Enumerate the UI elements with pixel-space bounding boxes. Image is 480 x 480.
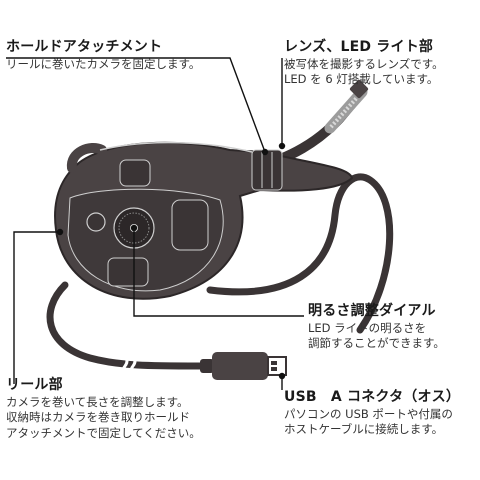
- leader-lines: [6, 57, 304, 390]
- lens-led-title: レンズ、LED ライト部: [284, 39, 434, 55]
- cable-loop: [206, 173, 394, 334]
- reel-body: [54, 141, 354, 300]
- reel-desc-1: カメラを巻いて長さを調整します。: [6, 394, 189, 409]
- brightness-dial-desc-1: LED ライトの明るさを: [308, 320, 427, 335]
- usb-connector: [200, 352, 287, 380]
- cable-lower: [46, 281, 204, 370]
- callout-reel: リール部 カメラを巻いて長さを調整します。 収納時はカメラを巻き取りホールド ア…: [6, 376, 256, 441]
- usb-connector-desc-1: パソコンの USB ポートや付属の: [284, 406, 453, 421]
- callout-usb-connector: USB A コネクタ（オス） パソコンの USB ポートや付属の ホストケーブル…: [284, 388, 478, 438]
- reel-desc-3: アタッチメントで固定してください。: [6, 425, 201, 440]
- lens-led-desc-2: LED を 6 灯搭載しています。: [284, 72, 439, 87]
- lens-led-desc-1: 被写体を撮影するレンズです。: [284, 56, 444, 71]
- reel-desc-2: 収納時はカメラを巻き取りホールド: [6, 410, 190, 425]
- hold-attachment-title: ホールドアタッチメント: [6, 39, 163, 55]
- callout-brightness-dial: 明るさ調整ダイアル LED ライトの明るさを 調節することができます。: [308, 302, 478, 352]
- callout-lens-led: レンズ、LED ライト部 被写体を撮影するレンズです。 LED を 6 灯搭載し…: [284, 38, 474, 88]
- hold-attachment-desc: リールに巻いたカメラを固定します。: [6, 56, 201, 71]
- callout-hold-attachment: ホールドアタッチメント リールに巻いたカメラを固定します。: [6, 38, 256, 72]
- usb-connector-title: USB A コネクタ（オス）: [284, 389, 461, 405]
- brightness-dial-desc-2: 調節することができます。: [308, 336, 445, 351]
- brightness-dial-title: 明るさ調整ダイアル: [308, 303, 436, 319]
- cable-break-marker: [121, 355, 137, 377]
- reel-title: リール部: [6, 377, 63, 393]
- usb-connector-desc-2: ホストケーブルに接続します。: [284, 422, 444, 437]
